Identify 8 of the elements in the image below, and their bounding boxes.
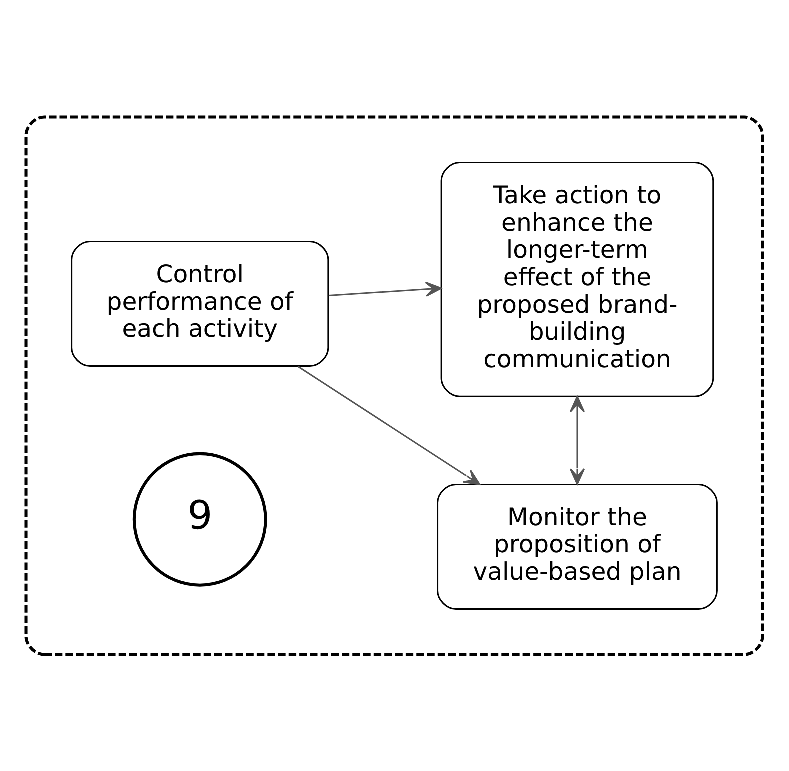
node-box: Take action to enhance the longer-term effect of the proposed brand-building communication — [440, 162, 714, 397]
arrow — [298, 365, 481, 485]
cluster — [24, 115, 764, 656]
node-box: Control performance of each activity — [71, 240, 330, 367]
node-circle: 9 — [132, 452, 268, 586]
arrow — [570, 396, 586, 485]
node-box: Monitor the proposition of value-based plan — [437, 483, 718, 610]
arrow — [328, 281, 442, 296]
